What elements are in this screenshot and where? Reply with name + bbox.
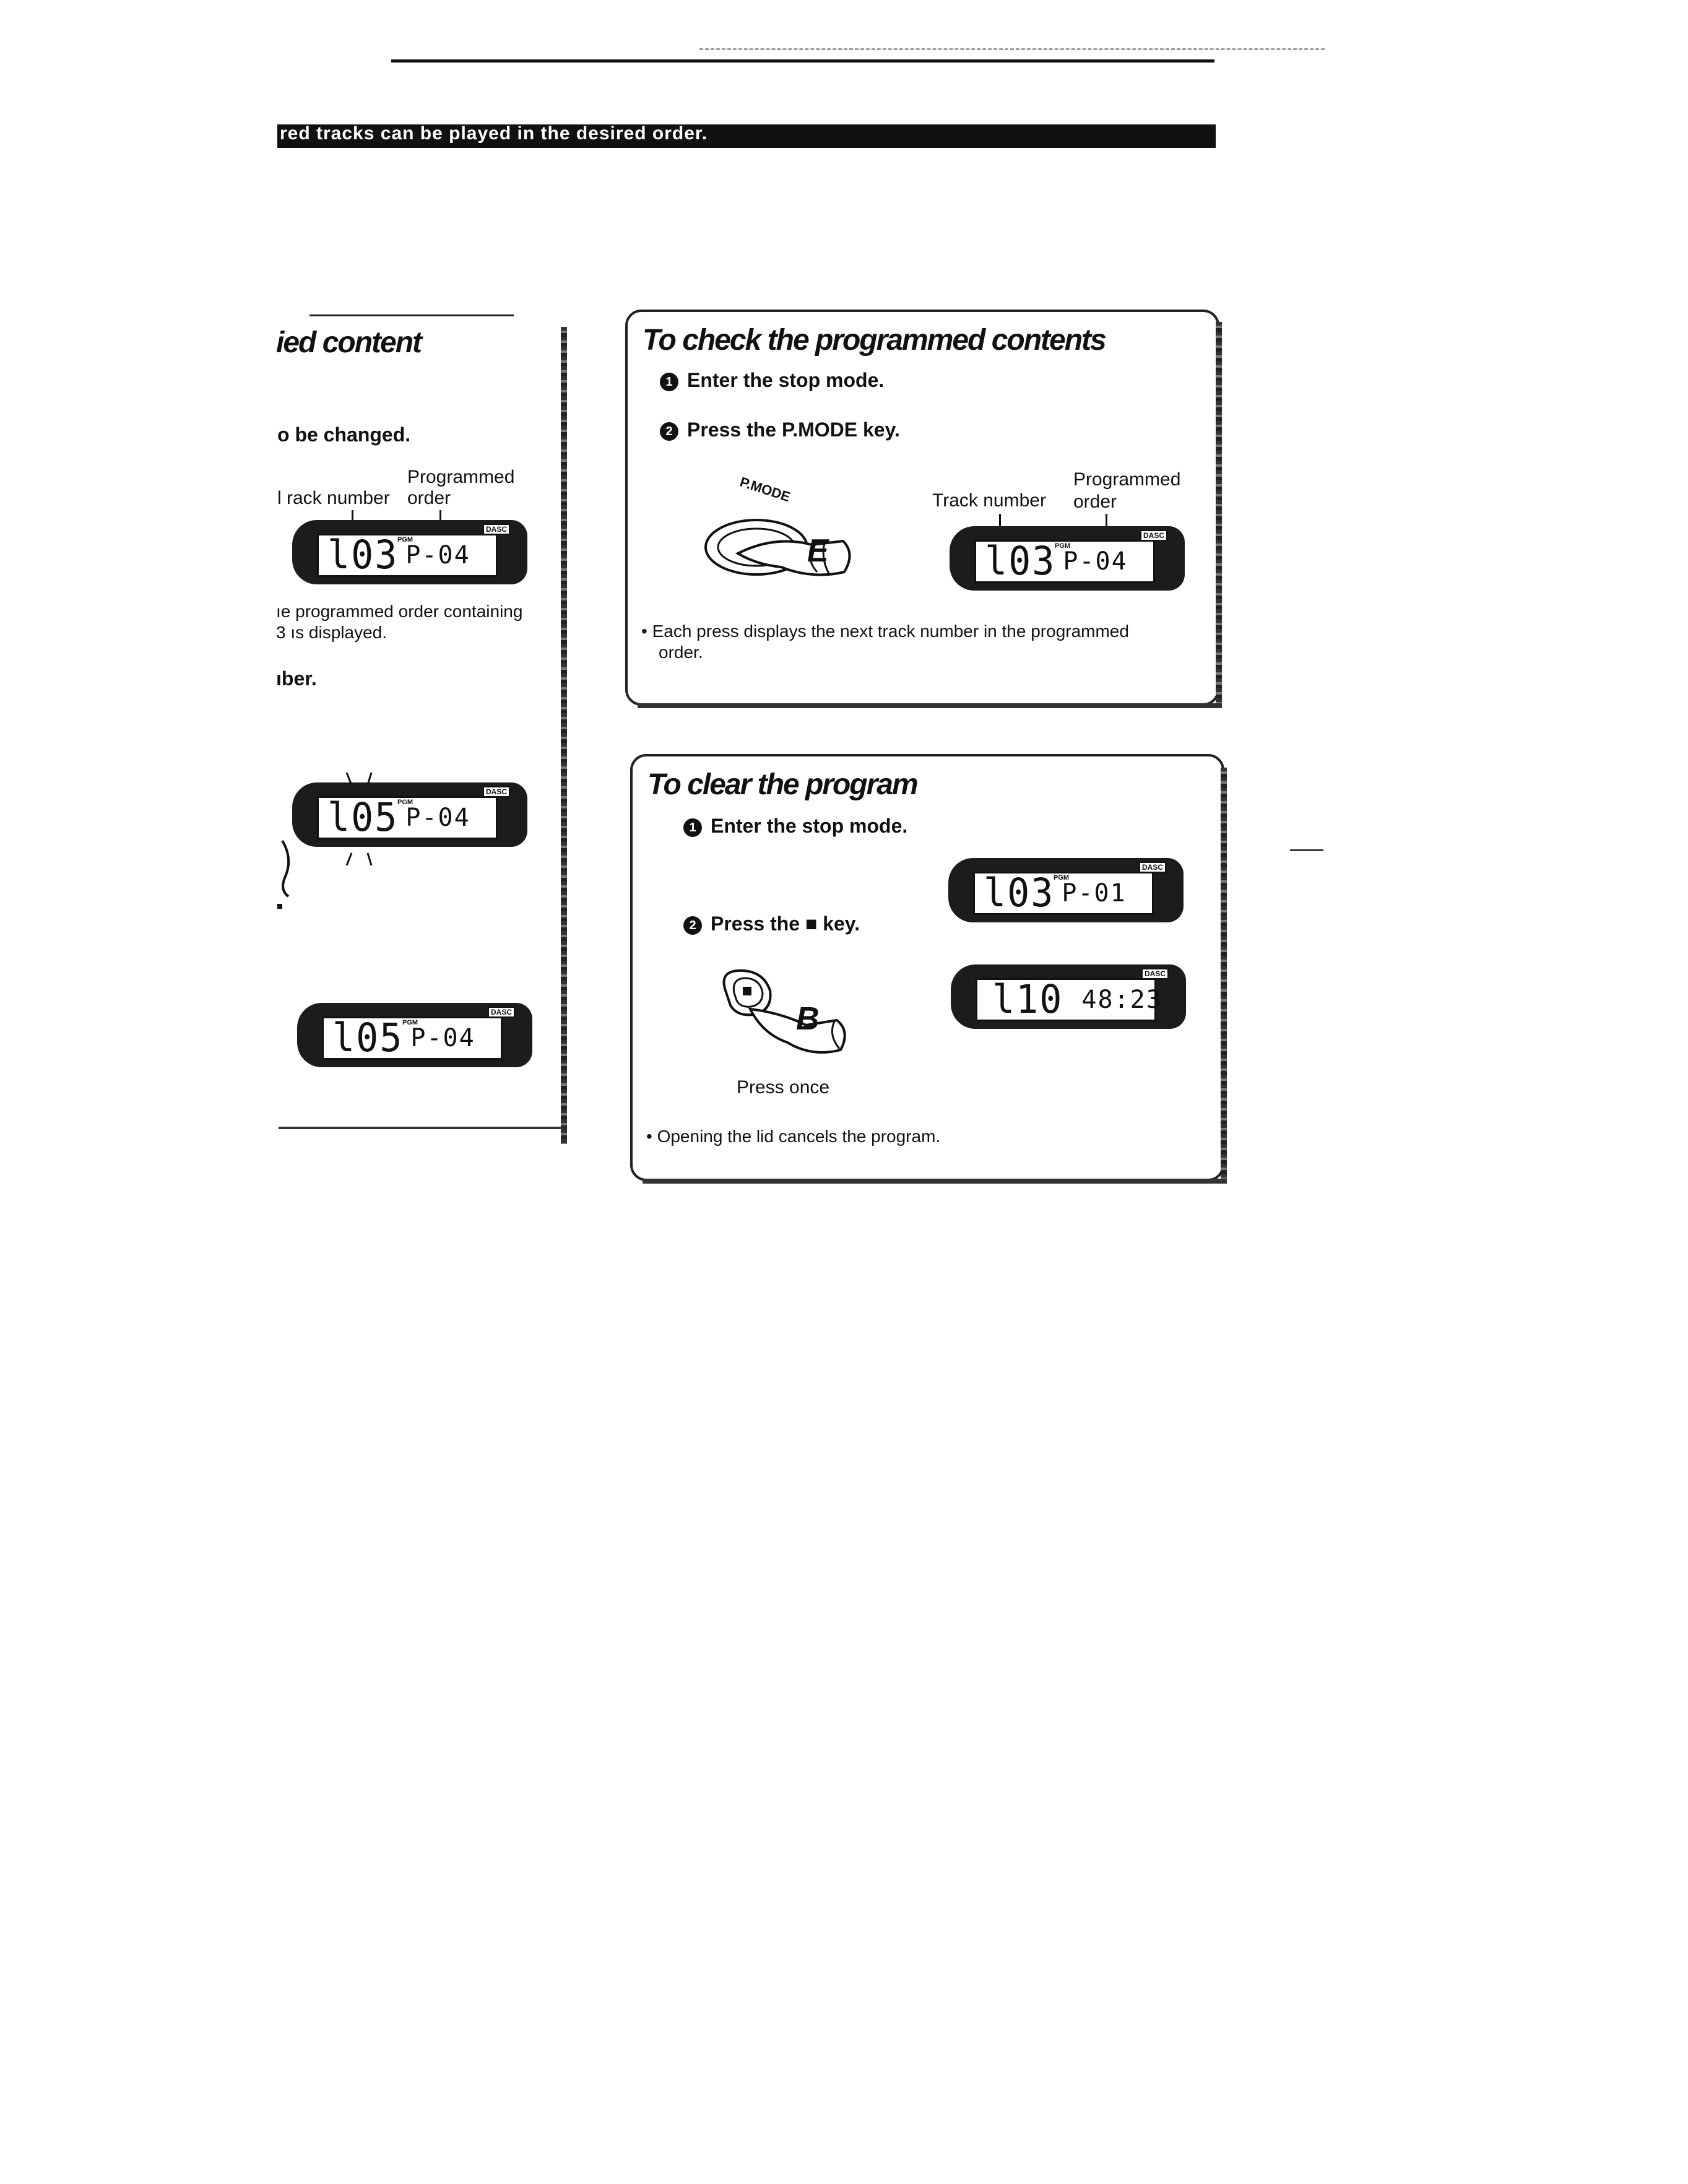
clear-lcd-1: DASC l03 P-01 PGM [948, 858, 1184, 922]
top-dashed-line [699, 48, 1325, 50]
check-programmed-label: Programmed [1073, 469, 1181, 490]
pmode-key-letter: E [807, 533, 829, 569]
left-panel-title: ied content [276, 326, 422, 359]
left-lcd-2: DASC l05 P-04 PGM [292, 782, 527, 847]
left-order-label: order [407, 488, 451, 508]
check-panel-bottom-shadow [638, 703, 1222, 708]
pgm-indicator: PGM [1055, 542, 1071, 550]
pgm-indicator: PGM [397, 536, 413, 544]
step-number-2-icon: 2 [683, 916, 702, 935]
left-leader-line-1 [352, 510, 353, 527]
left-leader-line-2 [439, 510, 441, 527]
lcd-total-tracks: l10 [992, 977, 1063, 1023]
left-number-label: ıber. [276, 667, 317, 690]
check-panel-title: To check the programmed contents [643, 324, 1107, 357]
pgm-indicator: PGM [1054, 874, 1070, 882]
left-panel-top-border [309, 314, 514, 316]
dasc-tag: DASC [1140, 530, 1167, 541]
left-lcd-3: DASC l05 P-04 PGM [297, 1003, 532, 1067]
lcd-program-order: P-04 [1063, 547, 1128, 576]
clear-step-2-text: Press the ■ key. [711, 912, 860, 935]
margin-rule [1290, 849, 1323, 851]
check-step-2-text: Press the P.MODE key. [687, 418, 900, 441]
left-panel-right-edge [561, 327, 567, 1144]
pgm-indicator: PGM [397, 799, 413, 806]
step-number-1-icon: 1 [660, 373, 678, 391]
left-panel: ied content o be changed. Programmed l r… [260, 314, 569, 1144]
left-lcd-1: DASC l03 P-04 PGM [292, 520, 527, 584]
check-track-number-label: Track number [932, 490, 1046, 511]
lcd-track-number: l05 [327, 795, 399, 841]
check-order-label: order [1073, 492, 1117, 512]
clear-panel-title: To clear the program [647, 768, 919, 801]
check-note-line-2: order. [659, 643, 703, 662]
clear-panel-bottom-shadow [643, 1179, 1227, 1184]
check-lcd: DASC l03 P-04 PGM [950, 526, 1185, 591]
clear-step-1-text: Enter the stop mode. [711, 815, 908, 837]
left-desc-line-2: 3 ıs displayed. [276, 623, 387, 642]
press-once-label: Press once [737, 1077, 830, 1098]
lcd-program-order: P-01 [1062, 879, 1127, 908]
check-step-1-text: Enter the stop mode. [687, 369, 885, 391]
lcd-program-order: P-04 [405, 541, 470, 570]
lcd-screen: l10 48:23 [976, 977, 1161, 1023]
lcd-total-time: 48:23 [1081, 986, 1162, 1014]
check-programmed-contents-panel: To check the programmed contents 1 Enter … [625, 310, 1219, 706]
flash-marks-icon [345, 773, 373, 866]
dasc-tag: DASC [1141, 968, 1169, 979]
stop-key-letter: B [796, 1001, 820, 1037]
clear-note: • Opening the lid cancels the program. [646, 1127, 941, 1146]
banner-text: red tracks can be played in the desired … [280, 123, 708, 144]
lcd-screen: l03 P-04 [317, 532, 498, 578]
check-step-2: 2 Press the P.MODE key. [660, 418, 900, 441]
check-step-1: 1 Enter the stop mode. [660, 369, 884, 392]
lcd-track-number: l03 [327, 532, 399, 578]
banner-bar [277, 124, 1216, 148]
clear-program-panel: To clear the program 1 Enter the stop mod… [630, 754, 1224, 1181]
clear-step-2: 2 Press the ■ key. [683, 912, 860, 935]
hand-fragment-icon [277, 839, 290, 909]
lcd-screen: l03 P-04 [974, 539, 1155, 584]
left-track-number-label: l rack number [277, 488, 390, 508]
left-step-text: o be changed. [277, 423, 411, 446]
lcd-program-order: P-04 [405, 804, 470, 832]
clear-lcd-2: DASC l10 48:23 [951, 964, 1186, 1029]
dasc-tag: DASC [1138, 862, 1166, 873]
clear-panel-right-shadow [1221, 768, 1227, 1182]
lcd-program-order: P-04 [410, 1024, 475, 1052]
clear-step-1: 1 Enter the stop mode. [683, 815, 907, 838]
stop-key-press-icon [722, 969, 846, 1054]
lcd-screen: l05 P-04 [317, 795, 498, 841]
check-note-line-1: • Each press displays the next track num… [641, 622, 1129, 641]
left-desc-line-1: ıe programmed order containing [276, 602, 523, 621]
lcd-track-number: l03 [984, 870, 1055, 916]
left-panel-bottom-border [279, 1127, 563, 1129]
lcd-track-number: l03 [985, 539, 1056, 584]
check-leader-line-1 [999, 514, 1001, 532]
check-leader-line-2 [1106, 514, 1107, 532]
pmode-key-press-icon [704, 519, 851, 576]
left-programmed-label: Programmed [407, 467, 515, 487]
lcd-screen: l05 P-04 [322, 1015, 503, 1061]
check-panel-right-shadow [1216, 322, 1222, 707]
lcd-track-number: l05 [332, 1015, 404, 1061]
step-number-1-icon: 1 [683, 818, 702, 837]
top-rule [391, 59, 1214, 63]
lcd-screen: l03 P-01 [973, 870, 1154, 916]
step-number-2-icon: 2 [660, 422, 678, 441]
pmode-key-label: P.MODE [738, 474, 792, 505]
pgm-indicator: PGM [402, 1019, 418, 1026]
